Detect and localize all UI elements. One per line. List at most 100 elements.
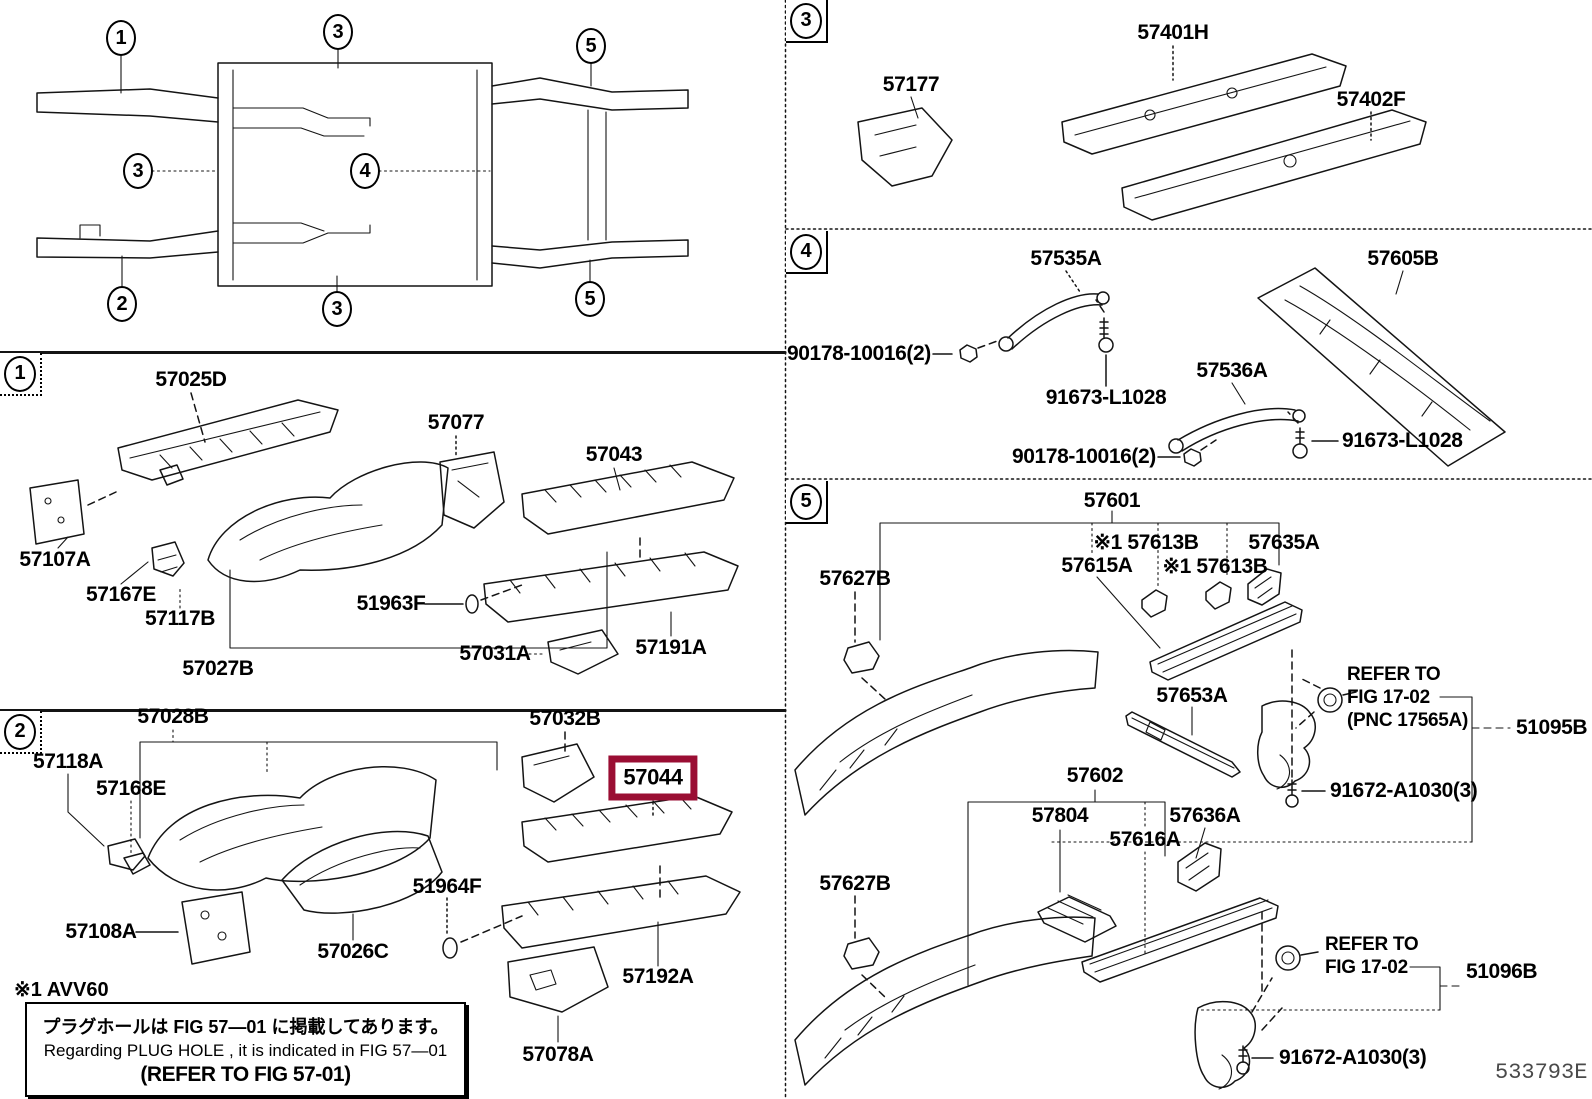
part-label-57535A[interactable]: 57535A xyxy=(1030,246,1102,270)
part-label-57605B[interactable]: 57605B xyxy=(1367,246,1439,270)
sketch-rail-57602 xyxy=(795,917,1095,1085)
sketch-57191A xyxy=(484,552,738,622)
part-label-57536A[interactable]: 57536A xyxy=(1196,358,1268,382)
part-label-91673-L1028-1[interactable]: 91673-L1028 xyxy=(1045,385,1167,409)
part-label-57043[interactable]: 57043 xyxy=(585,442,643,466)
part-label-57168E[interactable]: 57168E xyxy=(95,776,167,800)
part-label-57627B-2[interactable]: 57627B xyxy=(819,871,891,895)
part-label-57636A[interactable]: 57636A xyxy=(1169,803,1241,827)
bracket-57602 xyxy=(968,790,1165,985)
section4-sketch xyxy=(933,268,1505,466)
callout-5-top: 5 xyxy=(576,28,606,64)
part-label-57613B-1[interactable]: ※1 57613B xyxy=(1093,530,1199,554)
part-label-57613B-2[interactable]: ※1 57613B xyxy=(1162,554,1268,578)
overview-frame-sketch xyxy=(37,50,688,292)
sketch-apron-front-2 xyxy=(148,767,436,890)
callout-1: 1 xyxy=(106,20,136,56)
sketch-57536A xyxy=(1178,409,1298,451)
part-label-51964F[interactable]: 51964F xyxy=(412,874,482,898)
part-label-57635A[interactable]: 57635A xyxy=(1248,530,1320,554)
sketch-57168E xyxy=(124,853,150,874)
callout-3-mid: 3 xyxy=(123,153,153,189)
sketch-nut-90178-1 xyxy=(960,345,977,362)
sketch-clamp-57615A xyxy=(1142,590,1167,617)
sketch-sill-57601 xyxy=(1150,602,1302,680)
part-label-57192A[interactable]: 57192A xyxy=(622,964,694,988)
callout-4: 4 xyxy=(350,153,380,189)
part-label-57032B[interactable]: 57032B xyxy=(529,706,601,730)
part-label-57177[interactable]: 57177 xyxy=(882,72,940,96)
sketch-bolt-91673-1 xyxy=(1100,318,1108,338)
part-label-57025D[interactable]: 57025D xyxy=(155,367,227,391)
part-label-57077[interactable]: 57077 xyxy=(427,410,485,434)
refer-note-1: REFER TO FIG 17-02 (PNC 17565A) xyxy=(1347,663,1468,732)
sketch-clamp-57627B-1 xyxy=(844,642,879,673)
sketch-grommet-51964F xyxy=(443,938,457,958)
part-label-57107A[interactable]: 57107A xyxy=(19,547,91,571)
section3-sketch xyxy=(858,46,1426,220)
section-badge-3: 3 xyxy=(786,0,828,43)
sketch-clamp-57613B xyxy=(1206,582,1231,609)
sketch-bolt-91672-1 xyxy=(1288,780,1296,795)
part-label-57167E[interactable]: 57167E xyxy=(85,582,157,606)
part-label-57027B[interactable]: 57027B xyxy=(182,656,254,680)
part-label-57602[interactable]: 57602 xyxy=(1066,763,1124,787)
part-label-90178-10016-1[interactable]: 90178-10016(2) xyxy=(787,341,931,365)
callout-3-bottom: 3 xyxy=(322,291,352,327)
bracket-51096B xyxy=(1410,967,1440,1010)
part-label-91672-A1030-1[interactable]: 91672-A1030(3) xyxy=(1330,778,1478,802)
sketch-57043 xyxy=(522,462,734,534)
variant-note: ※1 AVV60 xyxy=(14,979,109,1001)
sketch-57107A xyxy=(30,480,84,544)
part-label-91672-A1030-2[interactable]: 91672-A1030(3) xyxy=(1279,1045,1427,1069)
part-label-57117B[interactable]: 57117B xyxy=(144,606,216,630)
sketch-57078A xyxy=(508,947,608,1012)
part-label-57402F[interactable]: 57402F xyxy=(1336,87,1406,111)
plug-hole-note-box: プラグホールは FIG 57—01 に掲載してあります。 Regarding P… xyxy=(25,1002,466,1097)
sketch-57026C xyxy=(282,832,442,914)
refer-note-1-line3: (PNC 17565A) xyxy=(1347,710,1469,731)
part-label-57601[interactable]: 57601 xyxy=(1083,488,1141,512)
part-label-57804[interactable]: 57804 xyxy=(1031,803,1089,827)
sketch-57117B xyxy=(152,542,184,576)
sketch-57167E xyxy=(160,465,183,485)
part-label-57026C[interactable]: 57026C xyxy=(317,939,389,963)
section-badge-4: 4 xyxy=(786,231,828,274)
part-label-57627B-1[interactable]: 57627B xyxy=(819,566,891,590)
sketch-57402F xyxy=(1122,110,1426,220)
part-label-57031A[interactable]: 57031A xyxy=(459,641,531,665)
sketch-57401H xyxy=(1062,54,1346,154)
sketch-ring-17565A xyxy=(1318,688,1342,712)
part-label-57401H[interactable]: 57401H xyxy=(1137,20,1209,44)
part-label-51963F[interactable]: 51963F xyxy=(356,591,426,615)
sketch-bolt-91672-2 xyxy=(1239,1046,1247,1062)
plug-note-reference: (REFER TO FIG 57-01) xyxy=(140,1062,351,1086)
sketch-grommet-51963F xyxy=(466,595,478,613)
part-label-91673-L1028-2[interactable]: 91673-L1028 xyxy=(1342,428,1463,452)
part-label-57616A[interactable]: 57616A xyxy=(1109,827,1181,851)
part-label-90178-10016-2[interactable]: 90178-10016(2) xyxy=(1012,444,1156,468)
part-label-51096B[interactable]: 51096B xyxy=(1466,959,1538,983)
section1-sketch xyxy=(30,393,738,674)
part-label-57653A[interactable]: 57653A xyxy=(1156,683,1228,707)
part-label-57078A[interactable]: 57078A xyxy=(522,1042,594,1066)
sketch-57032B xyxy=(522,744,594,802)
bracket-57601 xyxy=(880,511,1279,640)
part-label-57108A[interactable]: 57108A xyxy=(65,919,137,943)
part-label-57191A[interactable]: 57191A xyxy=(635,635,707,659)
part-label-57118A[interactable]: 57118A xyxy=(32,749,104,773)
highlighted-part-label-57044[interactable]: 57044 xyxy=(608,755,698,801)
refer-note-2-line1: REFER TO xyxy=(1325,934,1419,955)
callout-3-top: 3 xyxy=(323,14,353,50)
figure-code: 533793E xyxy=(1495,1060,1588,1085)
sketch-57804 xyxy=(1038,897,1116,942)
sketch-ring-2 xyxy=(1276,946,1300,970)
part-label-57028B[interactable]: 57028B xyxy=(137,704,209,728)
sketch-57635A xyxy=(1248,569,1281,605)
part-label-51095B[interactable]: 51095B xyxy=(1516,715,1588,739)
part-label-57615A[interactable]: 57615A xyxy=(1061,553,1133,577)
sketch-hanger-bracket-2 xyxy=(1195,1002,1255,1088)
sketch-57636A xyxy=(1178,843,1221,891)
sketch-clamp-57627B-2 xyxy=(844,938,879,969)
